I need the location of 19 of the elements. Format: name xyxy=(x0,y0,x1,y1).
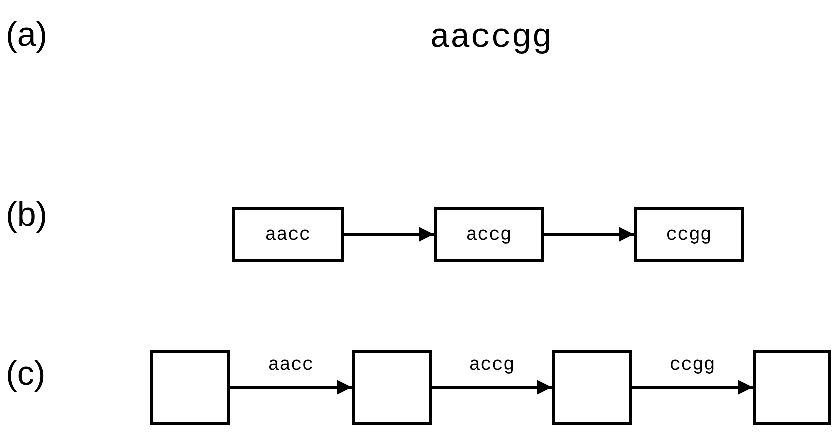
panel-label: (b) xyxy=(6,196,48,235)
arrow xyxy=(344,227,434,242)
arrow xyxy=(544,227,634,242)
box-text: ccgg xyxy=(666,224,712,246)
panel-label: (c) xyxy=(6,355,46,394)
arrow xyxy=(632,380,753,395)
text-box xyxy=(634,207,744,262)
empty-box xyxy=(352,350,432,425)
empty-box xyxy=(552,350,632,425)
arrow xyxy=(432,380,552,395)
sequence-text: aaccgg xyxy=(430,20,552,58)
empty-box xyxy=(753,350,831,425)
box-text: accg xyxy=(466,224,512,246)
box-text: aacc xyxy=(265,224,311,246)
text-box xyxy=(232,207,344,262)
arrow xyxy=(230,380,352,395)
empty-box xyxy=(150,350,230,425)
text-box xyxy=(434,207,544,262)
panel-label: (a) xyxy=(6,16,48,55)
